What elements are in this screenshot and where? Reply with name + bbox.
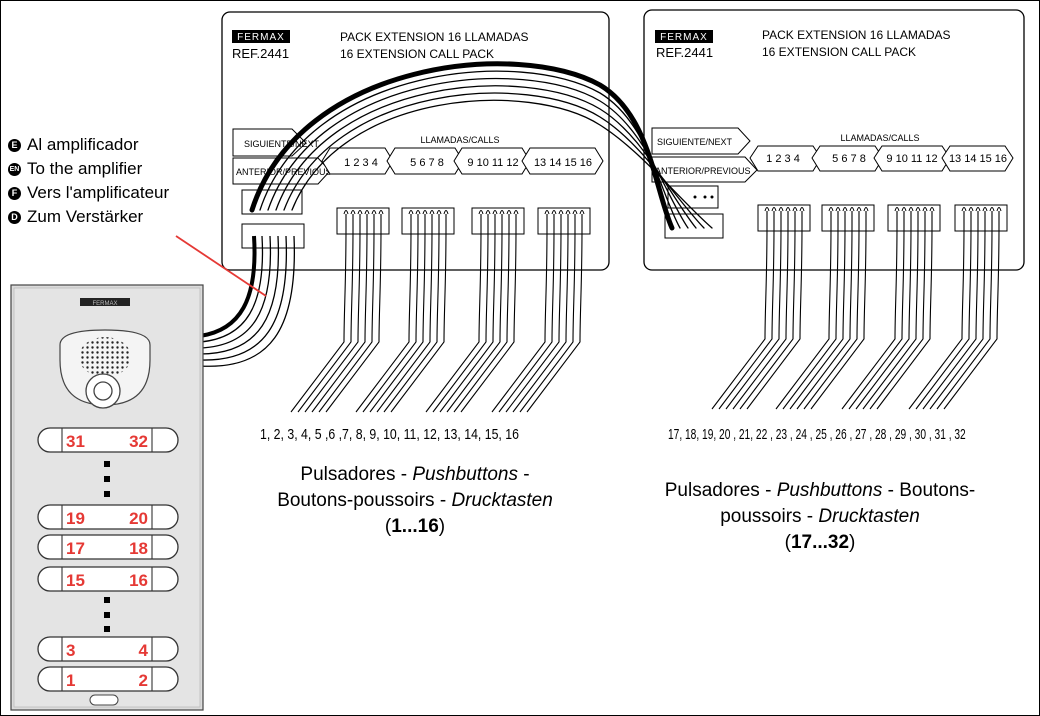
caption2-text: Pulsadores - Pushbuttons - Boutons- pous…: [664, 480, 976, 553]
extension-module-1: FERMAX REF.2441 PACK EXTENSION 16 LLAMAD…: [221, 11, 610, 271]
button-number-left[interactable]: 17: [66, 539, 85, 558]
amplifier-label-es: E Al amplificador: [8, 135, 139, 155]
pushbutton-cables: [290, 207, 1002, 413]
call-group-3: 9 10 11 12: [467, 157, 518, 169]
english-flag-icon: EN: [8, 162, 21, 176]
speaker-grille: [79, 337, 131, 377]
amplifier-cable: [199, 235, 296, 367]
flat-cable: [841, 207, 935, 410]
ellipsis-dots-1: [104, 461, 110, 497]
caption1-text: Pulsadores - Pushbuttons - Boutons-pouss…: [277, 464, 553, 537]
extension-bus-cable: [249, 61, 713, 231]
button-number-left[interactable]: 1: [66, 671, 75, 690]
french-flag-icon: F: [8, 186, 21, 200]
button-number-left[interactable]: 19: [66, 509, 85, 528]
button-number-left[interactable]: 3: [66, 641, 75, 660]
module-title-en: 16 EXTENSION CALL PACK: [762, 45, 916, 59]
amplifier-label-fr: F Vers l'amplificateur: [8, 183, 169, 203]
german-flag-icon: D: [8, 210, 21, 224]
amplifier-pointer-line: [175, 235, 267, 297]
caption2-numbers: 17, 18, 19, 20 , 21, 22 , 23 , 24 , 25 ,…: [668, 426, 966, 443]
fermax-logo: [655, 30, 713, 43]
flat-cable: [290, 210, 384, 413]
flat-cable: [908, 207, 1002, 410]
button-number-right[interactable]: 16: [129, 571, 148, 590]
panel-brand: FERMAX: [92, 301, 117, 307]
amplifier-label-de: D Zum Verstärker: [8, 207, 143, 227]
calls-label: LLAMADAS/CALLS: [840, 133, 919, 143]
extension-module-2: FERMAX REF.2441 PACK EXTENSION 16 LLAMAD…: [643, 9, 1025, 271]
panel-key-slot: [89, 694, 119, 706]
flat-cable: [775, 207, 869, 410]
button-number-right[interactable]: 4: [139, 641, 149, 660]
call-group-1: 1 2 3 4: [344, 157, 378, 169]
ellipsis-dots-2: [104, 597, 110, 632]
svg-text:FERMAX: FERMAX: [237, 32, 285, 43]
pushbutton-row: 31 32: [37, 427, 179, 453]
spanish-flag-icon: E: [8, 138, 21, 152]
calls-label: LLAMADAS/CALLS: [420, 135, 499, 145]
module-title-es: PACK EXTENSION 16 LLAMADAS: [762, 28, 951, 42]
flat-cable: [355, 210, 449, 413]
flat-cable: [491, 210, 585, 413]
amplifier-label-en: EN To the amplifier: [8, 159, 143, 178]
button-number-right[interactable]: 32: [129, 432, 148, 451]
call-group-2: 5 6 7 8: [832, 153, 866, 165]
camera-lens: [93, 381, 113, 401]
call-group-4: 13 14 15 16: [949, 153, 1007, 165]
fermax-logo: [232, 30, 290, 43]
button-number-right[interactable]: 20: [129, 509, 148, 528]
anterior-tab-label: ANTERIOR/PREVIOUS: [236, 167, 332, 177]
button-number-left[interactable]: 15: [66, 571, 85, 590]
module-ref: REF.2441: [232, 46, 289, 61]
anterior-tab-label: ANTERIOR/PREVIOUS: [655, 166, 751, 176]
call-group-2: 5 6 7 8: [410, 157, 444, 169]
module-ref: REF.2441: [656, 45, 713, 60]
flat-cable: [425, 210, 519, 413]
flat-cable: [711, 207, 805, 410]
svg-text:FERMAX: FERMAX: [660, 32, 708, 43]
siguiente-tab-label: SIGUIENTE/NEXT: [657, 137, 733, 147]
module-title-es: PACK EXTENSION 16 LLAMADAS: [340, 30, 529, 44]
call-group-3: 9 10 11 12: [886, 153, 937, 165]
siguiente-tab-label: SIGUIENTE/NEXT: [244, 139, 320, 149]
button-number-right[interactable]: 2: [139, 671, 148, 690]
call-group-4: 13 14 15 16: [534, 157, 592, 169]
caption1-numbers: 1, 2, 3, 4, 5 ,6 ,7, 8, 9, 10, 11, 12, 1…: [260, 426, 519, 443]
button-number-left[interactable]: 31: [66, 432, 85, 451]
module-title-en: 16 EXTENSION CALL PACK: [340, 47, 494, 61]
button-number-right[interactable]: 18: [129, 539, 148, 558]
call-group-1: 1 2 3 4: [766, 153, 800, 165]
